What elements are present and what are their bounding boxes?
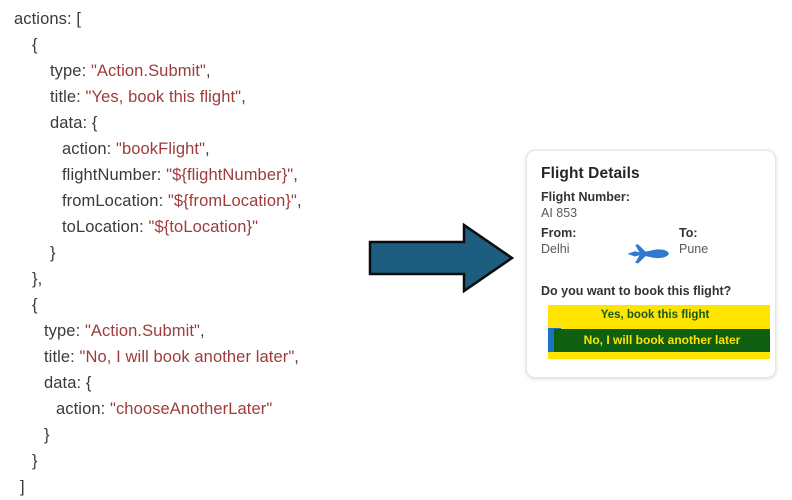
code-string: "${toLocation}" xyxy=(148,218,259,236)
booking-question: Do you want to book this flight? xyxy=(541,284,732,298)
from-value: Delhi xyxy=(541,242,570,256)
code-token: type: xyxy=(44,322,85,340)
code-token: data: { xyxy=(44,374,92,392)
code-token: , xyxy=(296,192,302,210)
code-line: { xyxy=(0,32,470,58)
json-code-pane: actions: [{type: "Action.Submit",title: … xyxy=(14,10,302,496)
flight-number-value: AI 853 xyxy=(541,206,578,220)
code-line: } xyxy=(0,240,470,266)
code-token: , xyxy=(294,348,299,366)
code-line: data: { xyxy=(0,110,470,136)
code-line: fromLocation: "${fromLocation}", xyxy=(0,188,470,214)
code-line: type: "Action.Submit", xyxy=(0,318,470,344)
code-token: , xyxy=(293,166,298,184)
code-string: "Yes, book this flight" xyxy=(85,88,242,106)
code-line: title: "Yes, book this flight", xyxy=(0,84,470,110)
code-token: , xyxy=(241,88,246,106)
card-title: Flight Details xyxy=(541,165,640,182)
code-line: type: "Action.Submit", xyxy=(0,58,470,84)
flight-number-label: Flight Number: xyxy=(541,190,630,204)
arrow-right-icon xyxy=(368,222,515,294)
to-label: To: xyxy=(679,226,698,240)
code-line: }, xyxy=(0,266,470,292)
code-token: fromLocation: xyxy=(62,192,168,210)
code-line-list: actions: [{type: "Action.Submit",title: … xyxy=(0,6,470,500)
code-token: type: xyxy=(50,62,91,80)
code-token: ] xyxy=(20,478,25,496)
code-token: toLocation: xyxy=(62,218,149,236)
code-token: actions: [ xyxy=(14,10,82,28)
code-string: "chooseAnotherLater" xyxy=(110,400,273,418)
route-row: From: Delhi To: Pune xyxy=(541,226,761,282)
code-string: "${fromLocation}" xyxy=(167,192,297,210)
flow-arrow xyxy=(368,222,515,294)
no-book-later-button[interactable]: No, I will book another later xyxy=(554,329,770,352)
code-token: data: { xyxy=(50,114,98,132)
code-line: } xyxy=(0,422,470,448)
to-value: Pune xyxy=(679,242,709,256)
code-string: "bookFlight" xyxy=(116,140,206,158)
code-token: action: xyxy=(62,140,116,158)
code-string: "${flightNumber}" xyxy=(166,166,294,184)
from-label: From: xyxy=(541,226,577,240)
code-token: } xyxy=(44,426,50,444)
code-token: } xyxy=(50,244,56,262)
code-string: "No, I will book another later" xyxy=(79,348,295,366)
code-line: action: "bookFlight", xyxy=(0,136,470,162)
code-token: { xyxy=(32,296,38,314)
code-line: ] xyxy=(0,474,470,500)
code-line: } xyxy=(0,448,470,474)
code-line: actions: [ xyxy=(0,6,470,32)
code-line: toLocation: "${toLocation}" xyxy=(0,214,470,240)
route-from-column: From: Delhi xyxy=(541,226,576,262)
code-token: action: xyxy=(56,400,110,418)
code-line: data: { xyxy=(0,370,470,396)
code-token: , xyxy=(205,62,211,80)
card-actions: Yes, book this flight No, I will book an… xyxy=(548,305,770,363)
code-token: } xyxy=(32,452,38,470)
code-string: "Action.Submit" xyxy=(90,62,206,80)
code-token: , xyxy=(199,322,205,340)
route-to-column: To: Pune xyxy=(679,226,708,262)
airplane-icon xyxy=(626,239,670,269)
code-token: title: xyxy=(50,88,86,106)
code-token: , xyxy=(205,140,210,158)
yes-book-flight-button[interactable]: Yes, book this flight xyxy=(600,309,710,321)
code-string: "Action.Submit" xyxy=(84,322,200,340)
flight-details-card: Flight Details Flight Number: AI 853 Fro… xyxy=(526,150,776,378)
code-token: }, xyxy=(32,270,43,288)
code-token: flightNumber: xyxy=(62,166,167,184)
code-token: { xyxy=(32,36,38,54)
code-line: title: "No, I will book another later", xyxy=(0,344,470,370)
code-line: action: "chooseAnotherLater" xyxy=(0,396,470,422)
airplane-glyph xyxy=(627,244,669,264)
code-line: flightNumber: "${flightNumber}", xyxy=(0,162,470,188)
code-token: title: xyxy=(44,348,80,366)
code-line: { xyxy=(0,292,470,318)
